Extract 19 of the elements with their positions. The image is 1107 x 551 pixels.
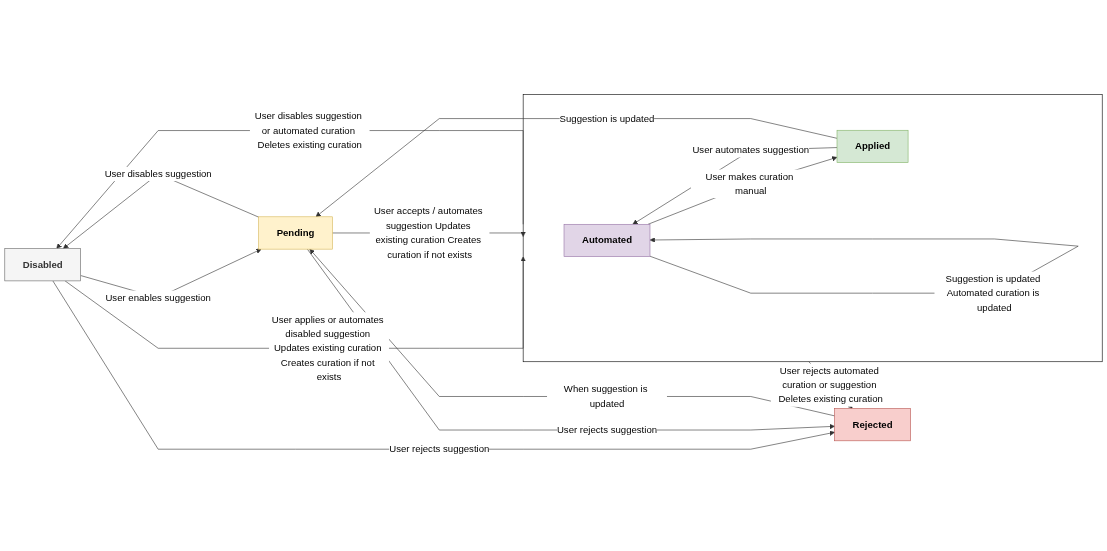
- edge-label: User rejects suggestion: [389, 443, 490, 454]
- edge-label: User automates suggestion: [692, 144, 810, 156]
- edge-label: User enables suggestion: [105, 292, 211, 303]
- edge-label: Suggestion is updated Automated curation is updated: [945, 273, 1041, 313]
- node-box: Pending: [258, 216, 333, 250]
- node-box: Disabled: [4, 248, 81, 282]
- node-box: Applied: [836, 129, 909, 163]
- node-box: Automated: [563, 224, 651, 257]
- cluster: [522, 94, 1103, 363]
- edge-label: User makes curation manual: [705, 171, 794, 196]
- edge-label: Suggestion is updated: [559, 113, 655, 124]
- edge-label: User applies or automates disabled suggestion Updates existing curation Creates curation if not exists: [271, 314, 384, 382]
- edge-label: User rejects suggestion: [556, 424, 658, 435]
- edge-label: User disables suggestion or automated curation Deletes existing curation: [254, 110, 362, 150]
- edge-label: User accepts / automates suggestion Updates existing curation Creates curation if not exists: [373, 206, 483, 260]
- edge-label: User disables suggestion: [104, 168, 212, 179]
- edge-label: When suggestion is updated: [563, 383, 648, 409]
- node-box: Rejected: [834, 408, 911, 442]
- edge-label: User rejects automated curation or suggestion Deletes existing curation: [778, 365, 883, 405]
